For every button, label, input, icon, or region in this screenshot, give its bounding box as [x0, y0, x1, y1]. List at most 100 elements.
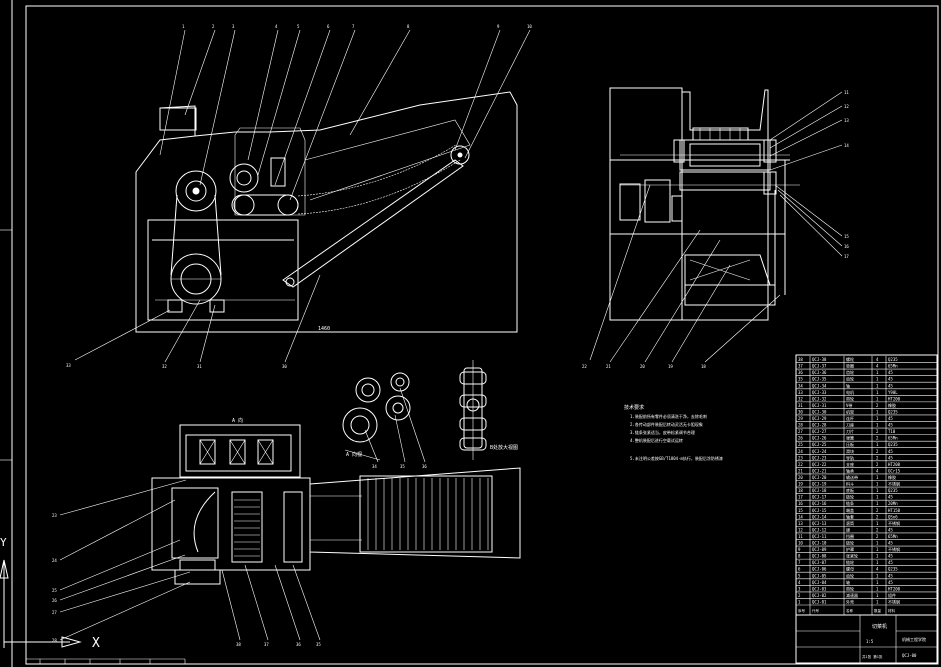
parts-cell: QCJ-15	[812, 508, 827, 513]
detail-b-view[interactable]: B处放大视图	[459, 360, 518, 460]
parts-cell: 2	[876, 534, 879, 539]
parts-cell: Q235	[888, 409, 898, 414]
parts-cell: 45	[888, 495, 893, 500]
side-callout-20: 20	[640, 364, 645, 369]
parts-cell: 支座	[846, 461, 854, 467]
side-callout-19: 19	[668, 364, 673, 369]
side-callout-16: 16	[844, 244, 849, 249]
front-callout-10: 10	[527, 24, 532, 29]
parts-cell: 22	[798, 462, 803, 467]
parts-cell: 1	[876, 521, 879, 526]
parts-cell: QCJ-30	[812, 409, 827, 414]
parts-cell: 刀片	[846, 428, 854, 434]
parts-cell: QCJ-21	[812, 468, 827, 473]
parts-cell: 螺母	[846, 566, 854, 572]
front-callout-4: 4	[275, 24, 278, 29]
parts-cell: 机架	[846, 408, 854, 414]
parts-cell: 2	[876, 508, 879, 513]
front-callout-5: 5	[297, 24, 300, 29]
parts-cell: 11	[798, 534, 803, 539]
front-view-dimension: 1460	[318, 326, 330, 332]
parts-cell: 45	[888, 449, 893, 454]
parts-cell: 输送带	[846, 474, 858, 480]
parts-cell: 1	[876, 600, 879, 605]
parts-cell: 组件	[888, 592, 896, 598]
detail-a-view[interactable]: A 向视 34 35 36	[342, 372, 427, 469]
parts-cell: 1	[876, 580, 879, 585]
plan-view[interactable]: A 向	[52, 417, 521, 647]
parts-cell: 刀座	[846, 422, 854, 428]
bottom-ruler	[26, 658, 186, 664]
header-col-2: 代号	[812, 608, 820, 613]
parts-cell: 1	[876, 409, 879, 414]
parts-cell: 挡圈	[846, 533, 854, 539]
parts-cell: QCJ-03	[812, 586, 827, 591]
notes-line-2: 2.各传动部件装配后转动灵活无卡阻现象	[630, 421, 703, 427]
parts-cell: 1	[876, 547, 879, 552]
notes-line-3: 3.链条张紧适当，皮带松紧调节合理	[630, 429, 695, 435]
parts-cell: QCJ-26	[812, 436, 827, 441]
axis-y-label: Y	[0, 536, 7, 549]
parts-cell: 8	[798, 554, 801, 559]
parts-cell: 1	[876, 482, 879, 487]
parts-cell: 滚筒	[846, 520, 854, 526]
parts-cell: 2	[876, 527, 879, 532]
front-view-callouts-top: 1 2 3 4 5 6 7 8 9 10	[159, 24, 532, 201]
parts-cell: 33	[798, 390, 803, 395]
plan-callout-25: 25	[52, 588, 57, 593]
parts-cell: 1	[876, 593, 879, 598]
parts-cell: 弹簧	[846, 435, 854, 441]
parts-cell: 1	[876, 495, 879, 500]
parts-cell: 1	[876, 396, 879, 401]
parts-cell: 4	[876, 364, 879, 369]
parts-cell: 键	[846, 526, 850, 532]
plan-view-title: A 向	[232, 417, 243, 424]
parts-cell: 连杆	[846, 415, 854, 421]
parts-cell: 链轮	[846, 540, 854, 546]
parts-cell: 护罩	[846, 546, 854, 552]
parts-cell: 45	[888, 370, 893, 375]
parts-cell: 压板	[846, 441, 854, 447]
parts-cell: QCJ-05	[812, 573, 827, 578]
parts-cell: HT150	[888, 508, 901, 513]
parts-cell: 13	[798, 521, 803, 526]
parts-cell: 链轮	[846, 559, 854, 565]
side-callout-17: 17	[844, 254, 849, 259]
parts-cell: 4	[876, 567, 879, 572]
parts-cell: QCJ-12	[812, 527, 827, 532]
front-callout-9: 9	[497, 24, 500, 29]
plan-callout-37: 37	[264, 642, 269, 647]
front-view[interactable]: 1460 1 2 3 4 5 6 7 8 9 10	[66, 24, 532, 369]
parts-cell: 带轮	[846, 585, 854, 591]
front-callout-2: 2	[212, 24, 215, 29]
parts-cell: 2	[876, 455, 879, 460]
front-callout-30: 30	[282, 364, 287, 369]
plan-callout-23: 23	[52, 513, 57, 518]
parts-cell: QCJ-16	[812, 501, 827, 506]
parts-cell: 2	[876, 449, 879, 454]
detail-a-callout-36: 36	[422, 464, 427, 469]
front-callout-1: 1	[182, 24, 185, 29]
parts-cell: 2	[876, 436, 879, 441]
parts-cell: QCJ-09	[812, 547, 827, 552]
parts-cell: QCJ-13	[812, 521, 827, 526]
parts-cell: 1	[876, 370, 879, 375]
parts-cell: 1	[876, 442, 879, 447]
parts-cell: 1	[876, 377, 879, 382]
parts-cell: 1	[876, 501, 879, 506]
plan-callout-24: 24	[52, 558, 57, 563]
parts-cell: QCJ-28	[812, 423, 827, 428]
parts-cell: 轴套	[846, 513, 854, 519]
parts-cell: 齿轮	[846, 369, 854, 375]
side-callout-15: 15	[844, 234, 849, 239]
parts-cell: 带轮	[846, 395, 854, 401]
front-callout-7: 7	[352, 24, 355, 29]
parts-cell: 10	[798, 541, 803, 546]
parts-cell: 65Mn	[888, 436, 898, 441]
parts-cell: 1	[876, 475, 879, 480]
plan-callout-38: 38	[236, 642, 241, 647]
side-view[interactable]: 11 12 13 14 15 16 17 22 21 20 19 18	[582, 87, 849, 369]
